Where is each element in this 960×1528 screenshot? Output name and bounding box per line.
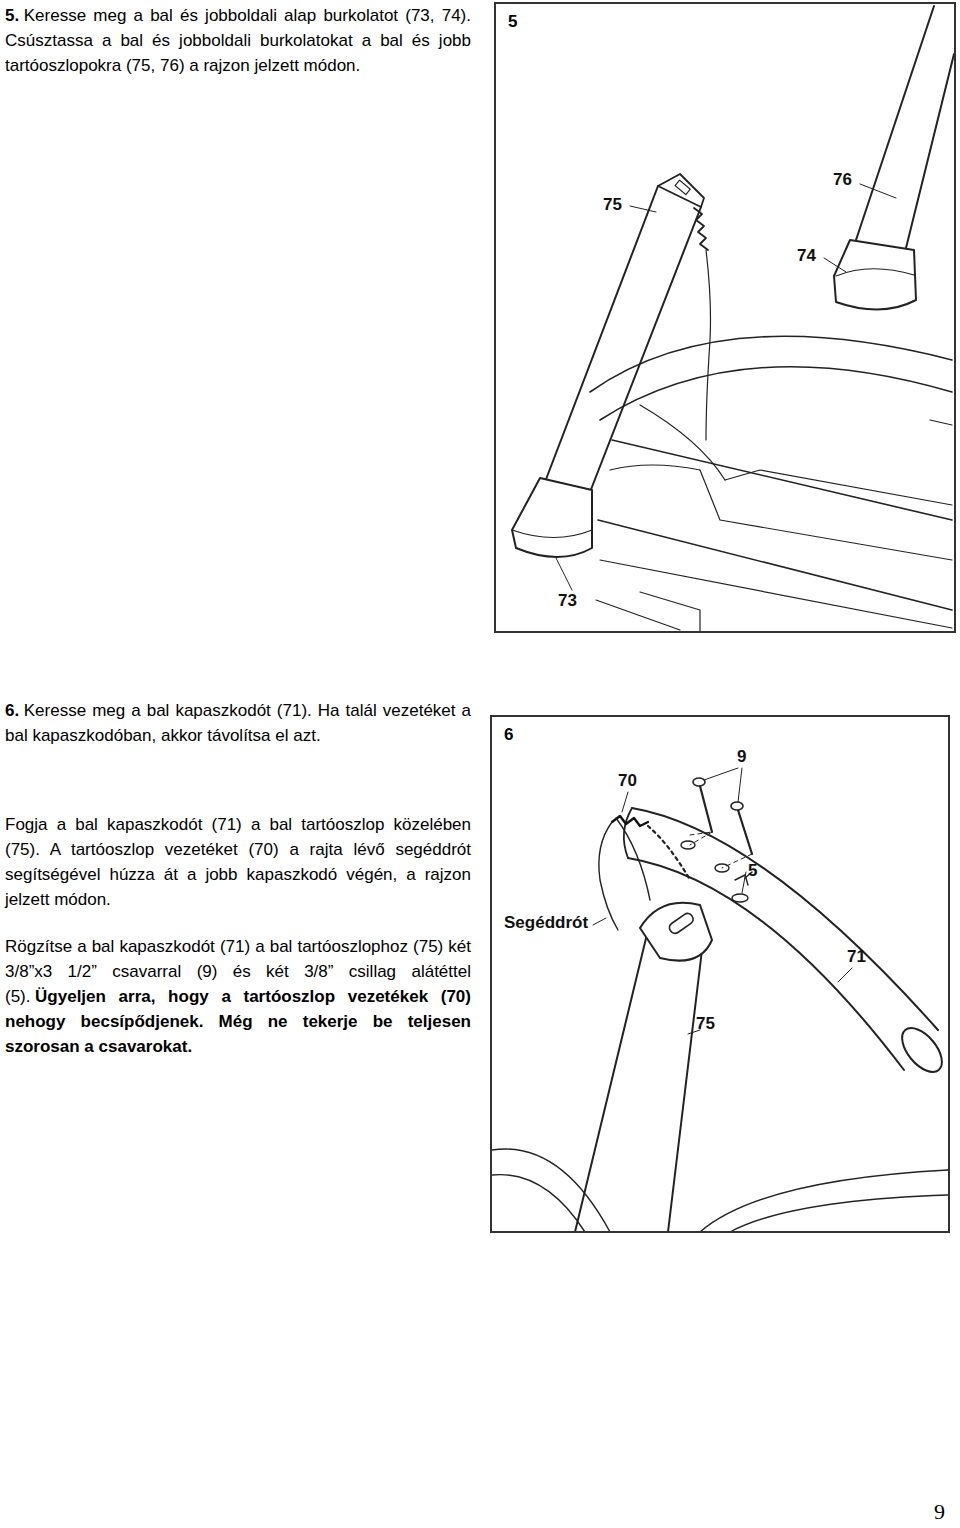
bold-instruction-text: 5. [5, 6, 19, 25]
figure-frame: 6 [490, 715, 950, 1233]
figure-frame: 5 [494, 2, 956, 633]
figure-6-drawing [492, 768, 949, 1232]
instruction-text: Keresse meg a bal kapaszkodót (71). Ha t… [5, 701, 471, 745]
callout-number: 5 [748, 861, 757, 881]
figure-5-drawing [512, 6, 954, 632]
callout-number: Segéddrót [504, 913, 588, 933]
callout-number: 73 [558, 591, 577, 611]
instruction-paragraph: Rögzítse a bal kapaszkodót (71) a bal ta… [5, 934, 471, 1059]
callout-number: 70 [618, 771, 637, 791]
callout-number: 75 [696, 1014, 715, 1034]
bold-instruction-text: 6. [5, 701, 19, 720]
instruction-text: Fogja a bal kapaszkodót (71) a bal tartó… [5, 815, 471, 909]
bold-instruction-text: Ügyeljen arra, hogy a tartóoszlop vezeté… [5, 987, 471, 1056]
instruction-paragraph: Fogja a bal kapaszkodót (71) a bal tartó… [5, 812, 471, 912]
figure-number: 5 [508, 12, 517, 32]
callout-number: 9 [737, 747, 746, 767]
page-number: 9 [934, 1500, 945, 1524]
instruction-paragraph: 5.Keresse meg a bal és jobboldali alap b… [5, 3, 471, 78]
callout-number: 76 [833, 170, 852, 190]
instruction-paragraph: 6.Keresse meg a bal kapaszkodót (71). Ha… [5, 698, 471, 748]
callout-number: 75 [603, 195, 622, 215]
instruction-text: Keresse meg a bal és jobboldali alap bur… [5, 6, 471, 75]
figure-number: 6 [504, 725, 513, 745]
callout-number: 71 [847, 947, 866, 967]
callout-number: 74 [797, 246, 816, 266]
